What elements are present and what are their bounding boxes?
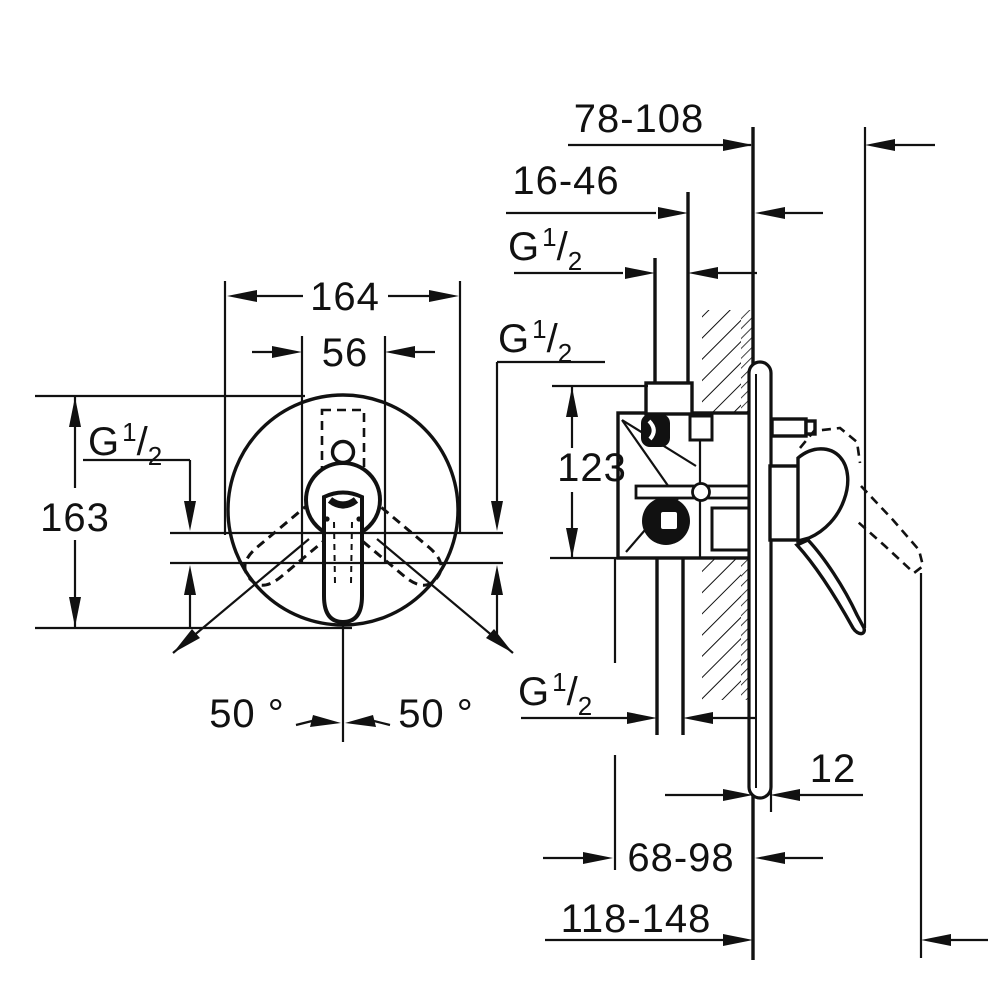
dim-label-68-98: 68-98 — [627, 836, 734, 880]
lever-pivot-slot — [327, 497, 359, 509]
arrowhead — [429, 290, 459, 302]
dim-label-123: 123 — [557, 446, 627, 490]
arrowhead — [227, 290, 257, 302]
angle-arrowhead-left — [310, 715, 341, 727]
valve-upper-seal-detail — [647, 419, 656, 441]
arrowhead — [723, 789, 753, 801]
dim-label-163: 163 — [40, 496, 110, 540]
supply-pipes — [653, 192, 690, 735]
dim-label-12: 12 — [810, 747, 857, 791]
diverter-knob-front — [330, 439, 356, 465]
handle-alt-position-lever-dashed — [857, 485, 925, 575]
spindle-pivot-ring — [691, 482, 711, 502]
handle-hub-side — [796, 447, 850, 544]
valve-top-fitting — [644, 381, 694, 416]
arrowhead — [688, 267, 718, 279]
diverter-pin — [770, 417, 808, 438]
escutcheon-plate-side — [747, 360, 773, 800]
arrowhead — [755, 207, 785, 219]
arrowhead — [683, 712, 713, 724]
lever-dot-right — [356, 516, 362, 522]
angle-arrowhead-right — [345, 715, 376, 727]
arrowhead — [770, 789, 800, 801]
arrowhead — [385, 346, 415, 358]
handle-lever-side — [794, 537, 866, 636]
angle-arrow-tail-left — [295, 719, 313, 727]
cartridge-nut-slot — [661, 512, 677, 529]
arrowhead — [921, 934, 951, 946]
arrowhead — [566, 528, 578, 558]
arrowhead — [491, 565, 503, 595]
arrowhead — [755, 852, 785, 864]
side-view-section — [616, 127, 925, 960]
swing-arrowhead-right — [486, 629, 513, 653]
dim-label-16-46: 16-46 — [512, 159, 619, 203]
arrowhead — [625, 267, 655, 279]
arrowhead — [491, 501, 503, 531]
arrowhead — [723, 139, 753, 151]
angle-arrow-tail-right — [373, 719, 391, 727]
arrowhead — [184, 565, 196, 595]
escutcheon-plate-profile — [747, 360, 773, 800]
swing-arrowhead-left — [173, 629, 200, 653]
arrowhead — [184, 501, 196, 531]
handle-lever-front — [322, 490, 364, 624]
dim-label-118-148: 118-148 — [561, 897, 712, 941]
dim-label-56: 56 — [322, 331, 369, 375]
arrowhead — [69, 397, 81, 427]
dim-label-164: 164 — [310, 275, 380, 319]
dim-label-50-left: 50 ° — [209, 692, 285, 736]
arrowhead — [658, 207, 688, 219]
arrowhead — [69, 597, 81, 627]
arrowhead — [272, 346, 302, 358]
front-view — [35, 281, 514, 742]
arrowhead — [583, 852, 613, 864]
valve-screw-boss — [688, 414, 714, 442]
valve-lower-bracket — [710, 506, 752, 552]
handle-side-view — [768, 417, 925, 636]
arrowhead — [566, 387, 578, 417]
arrowhead — [627, 712, 657, 724]
arrowhead — [865, 139, 895, 151]
arrowhead — [723, 934, 753, 946]
lever-dot-left — [324, 516, 330, 522]
dim-label-50-right: 50 ° — [398, 692, 474, 736]
dim-label-78-108: 78-108 — [574, 97, 705, 141]
handle-alt-position-hub-dashed — [798, 426, 862, 464]
